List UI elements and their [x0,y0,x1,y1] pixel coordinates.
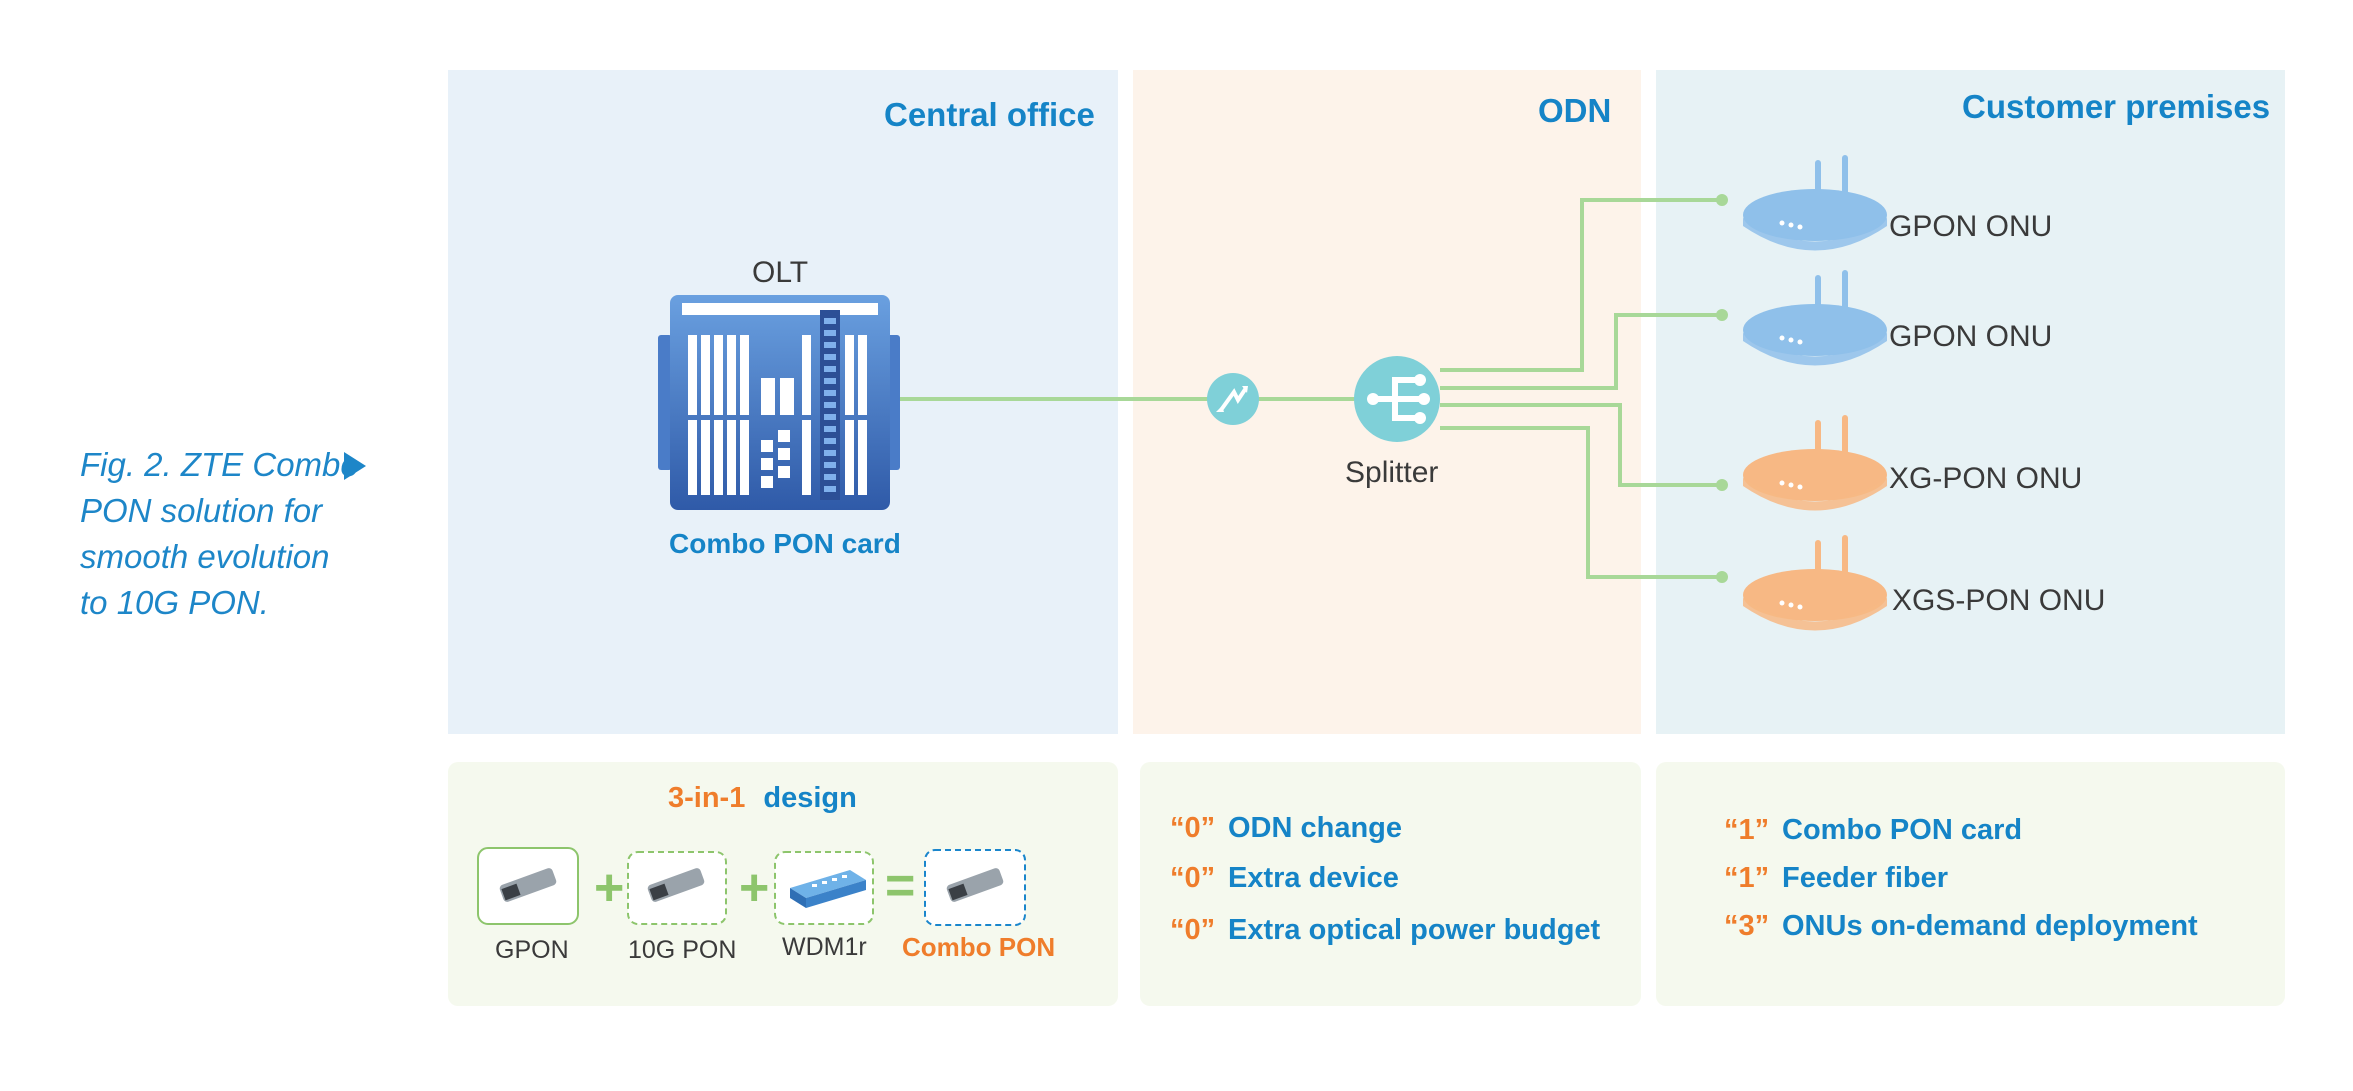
customer-premises-panel [1656,70,2285,734]
benefit-text: Combo PON card [1782,814,2023,846]
odn-benefit-row: “0” Extra device [1170,862,1399,895]
caption-line-3: smooth evolution [80,538,330,575]
sfp-module-icon [647,868,705,902]
combo-pon-card-label: Combo PON card [669,528,901,559]
design-suffix: design [763,782,857,814]
benefit-count: “3” [1724,910,1770,942]
plus-sign: + [594,859,625,917]
fiber-lines [888,198,1722,579]
sfp-module-icon [946,868,1004,902]
design-prefix: 3-in-1 [668,782,746,814]
fiber-branch-4 [1440,426,1722,579]
customer-benefit-row: “1” Combo PON card [1724,814,2022,847]
benefit-count: “0” [1170,862,1216,894]
onu-label-3: XG-PON ONU [1889,462,2083,495]
onu-router-icon [1743,270,1887,366]
benefit-text: Feeder fiber [1782,862,1948,894]
benefit-count: “0” [1170,914,1216,946]
fiber-branch-1 [1440,198,1722,372]
module-label-combo-pon: Combo PON [902,932,1056,962]
module-label-10g-pon: 10G PON [628,936,737,964]
module-label-wdm1r: WDM1r [782,933,867,961]
splitter-icon [1354,356,1440,442]
caption-line-4: to 10G PON. [80,584,269,621]
module-label-gpon: GPON [495,936,569,964]
onu-router-icon [1743,415,1887,511]
equals-sign: = [885,857,916,915]
customer-benefit-row: “3” ONUs on-demand deployment [1724,910,2198,943]
sfp-module-icon [499,868,557,902]
benefit-count: “0” [1170,812,1216,844]
caption-line-1: Fig. 2. ZTE Combo [80,446,359,483]
central-office-title: Central office [884,96,1095,133]
figure-caption: Fig. 2. ZTE Combo PON solution for smoot… [80,442,400,626]
onu-router-icon [1743,155,1887,251]
onu-label-1: GPON ONU [1889,210,2053,243]
onu-group [1743,155,1887,631]
design-title: 3-in-1 design [668,782,857,815]
olt-chassis-icon [658,295,900,510]
odn-benefits-panel [1140,762,1641,1006]
odn-benefit-row: “0” ODN change [1170,812,1402,845]
caption-arrow-icon [344,452,366,480]
splitter-label: Splitter [1345,456,1439,489]
fiber-branch-3 [1440,403,1722,487]
odn-title: ODN [1538,92,1612,129]
benefit-count: “1” [1724,814,1770,846]
benefit-text: ODN change [1228,812,1403,844]
fiber-branch-2 [1440,313,1722,390]
odn-benefit-row: “0” Extra optical power budget [1170,914,1600,947]
onu-label-2: GPON ONU [1889,320,2053,353]
customer-premises-title: Customer premises [1962,88,2271,125]
plus-sign: + [739,859,770,917]
wdm-device-icon [790,870,866,908]
design-modules [477,847,1026,926]
benefit-text: Extra device [1228,862,1399,894]
onu-label-4: XGS-PON ONU [1892,584,2106,617]
customer-benefit-row: “1” Feeder fiber [1724,862,1948,895]
caption-line-2: PON solution for [80,492,323,529]
benefit-text: Extra optical power budget [1228,914,1601,946]
customer-benefits-panel [1656,762,2285,1006]
benefit-text: ONUs on-demand deployment [1782,910,2198,942]
olt-label: OLT [752,256,809,289]
onu-router-icon [1743,535,1887,631]
benefit-count: “1” [1724,862,1770,894]
optical-connector-icon [1207,373,1259,425]
